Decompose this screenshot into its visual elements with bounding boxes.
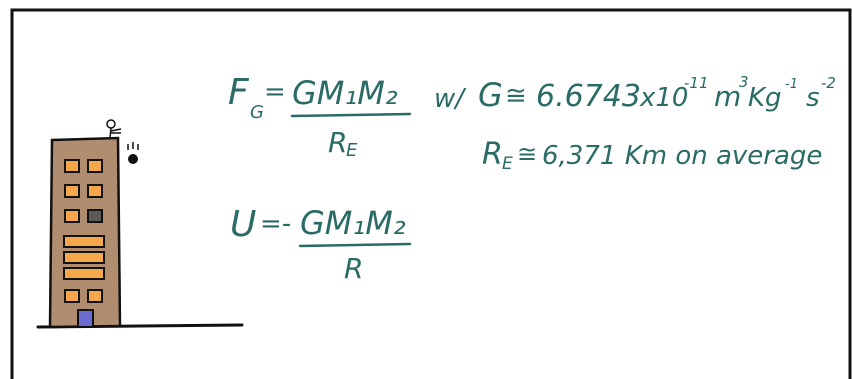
stick-figure-icon xyxy=(106,119,122,139)
potential-energy-equation: U =- GM₁M₂ R xyxy=(230,204,412,285)
eq1-equals: = xyxy=(264,77,286,107)
eq2-fraction-bar xyxy=(298,242,412,248)
gc-exponent: -11 xyxy=(684,74,709,92)
gc-units-s-exp: -2 xyxy=(821,74,836,92)
eq1-denominator: R xyxy=(328,126,347,159)
gc-symbol: G xyxy=(478,76,503,114)
gc-units-kg-exp: -1 xyxy=(785,77,798,92)
er-approx: ≅ xyxy=(517,140,537,168)
eq2-equals: =- xyxy=(260,209,291,239)
er-value: 6,371 Km on average xyxy=(542,141,822,171)
panel-frame xyxy=(10,8,852,379)
building-icon xyxy=(48,136,122,329)
eq2-numerator: GM₁M₂ xyxy=(300,204,406,242)
with-label: w/ xyxy=(434,84,467,114)
gc-units-m: m xyxy=(714,80,741,113)
er-symbol: R xyxy=(482,137,503,172)
gc-mantissa: 6.6743 xyxy=(536,79,641,114)
gc-units-s: s xyxy=(806,83,820,113)
gravity-force-equation: F G = GM₁M₂ R E xyxy=(228,72,412,161)
gravitational-constant: G ≅ 6.6743 x10 -11 m 3 Kg -1 s -2 xyxy=(478,73,836,114)
eq1-lhs: F xyxy=(228,72,250,113)
gc-units-m-exp: 3 xyxy=(739,73,749,91)
falling-ball-icon xyxy=(127,142,139,164)
er-sub: E xyxy=(502,154,513,174)
earth-radius: R E ≅ 6,371 Km on average xyxy=(482,137,822,174)
eq2-denominator: R xyxy=(344,252,363,285)
eq2-lhs: U xyxy=(230,204,256,245)
building-windows xyxy=(63,159,105,303)
gc-times: x10 xyxy=(639,83,688,113)
gc-approx: ≅ xyxy=(505,81,527,111)
eq1-numerator: GM₁M₂ xyxy=(292,74,398,112)
eq1-denominator-sub: E xyxy=(346,140,358,161)
building-door xyxy=(77,309,94,328)
gc-units-kg: Kg xyxy=(748,83,782,113)
eq1-fraction-bar xyxy=(290,112,412,118)
eq1-lhs-sub: G xyxy=(250,102,264,123)
